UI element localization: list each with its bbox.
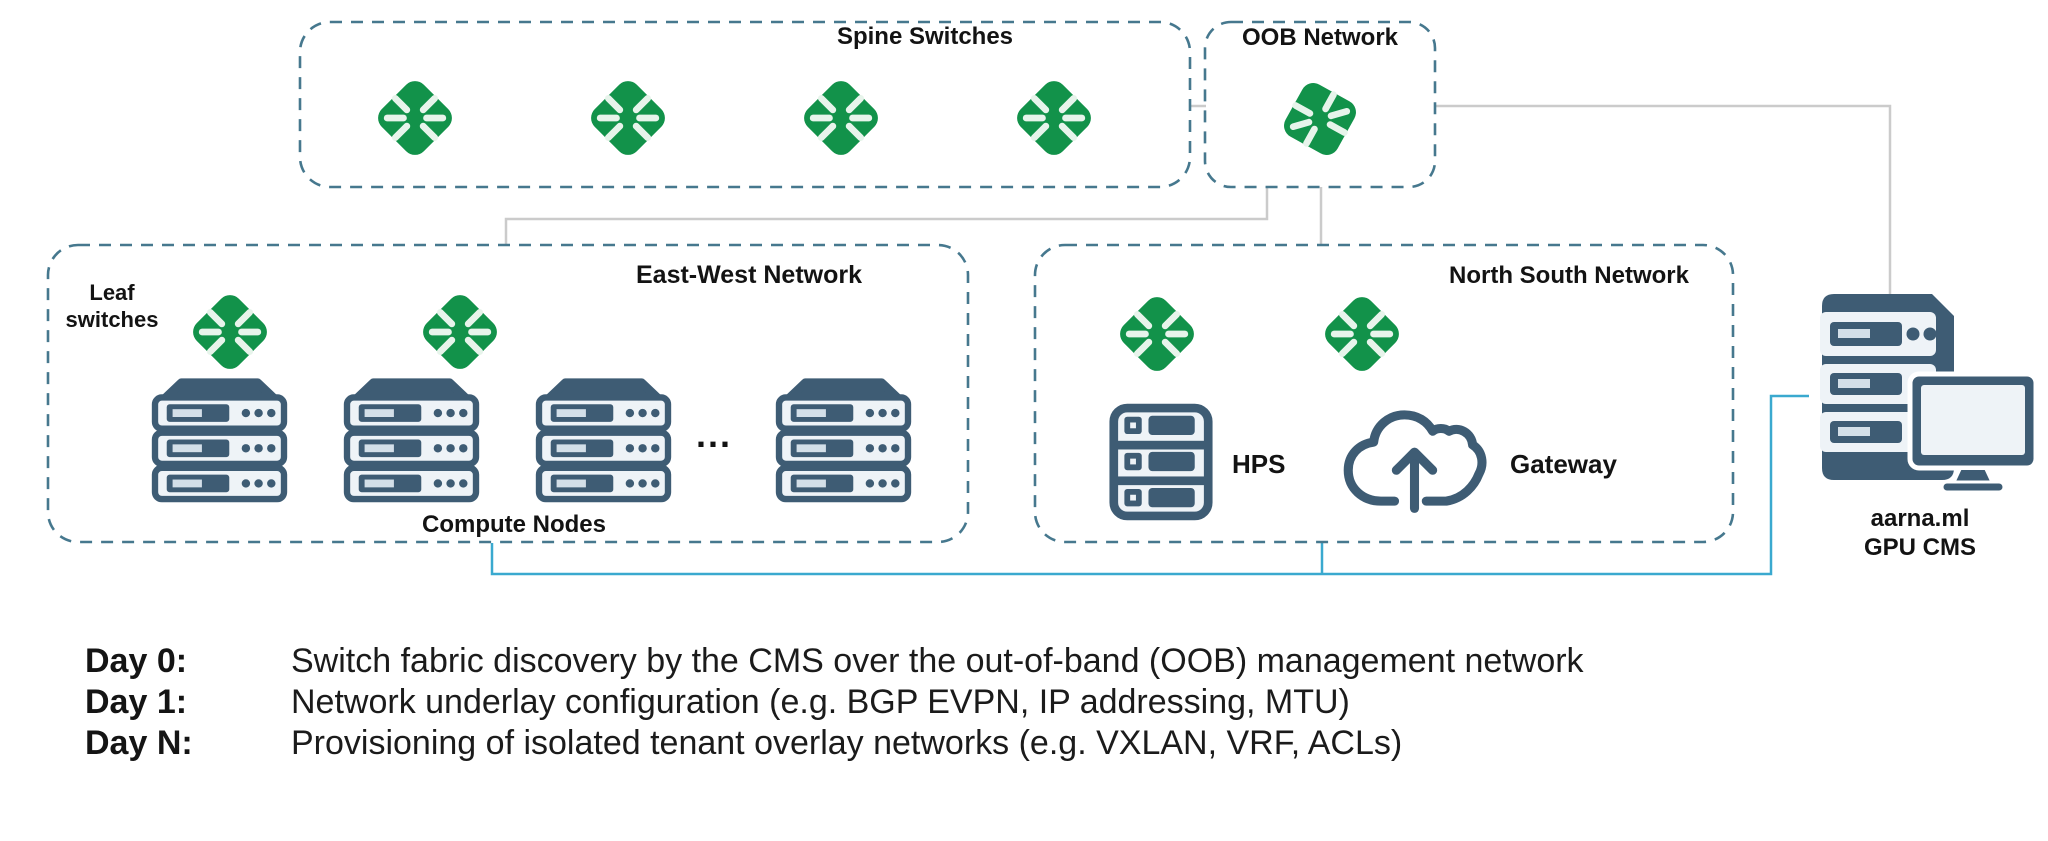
connector-eastwest-to-cms [490, 394, 1809, 576]
leaf-switch-icon-1 [188, 290, 272, 374]
spine-switch-icon-2 [586, 76, 670, 160]
east-west-network-title: East-West Network [636, 261, 862, 289]
legend-day1-text: Network underlay configuration (e.g. BGP… [291, 683, 1350, 721]
legend-row-day1: Day 1: Network underlay configuration (e… [85, 682, 1584, 723]
compute-node-stack [155, 383, 284, 499]
gpu-cms-label: aarna.ml GPU CMS [1820, 504, 2020, 562]
leaf-switches-label-line1: Leaf [89, 280, 135, 305]
legend-day0-text: Switch fabric discovery by the CMS over … [291, 642, 1584, 680]
ns-switch-icon-1 [1115, 292, 1199, 376]
ns-switch-icon-2 [1320, 292, 1404, 376]
legend-dayN-label: Day N: [85, 724, 193, 762]
oob-connector-lines [504, 104, 1892, 295]
spine-switch-icon-4 [1012, 76, 1096, 160]
spine-switches-title: Spine Switches [836, 23, 1014, 50]
more-compute-nodes-ellipsis: ... [695, 414, 732, 455]
compute-node-stack [539, 383, 668, 499]
oob-network-title: OOB Network [1241, 24, 1399, 51]
compute-node-stack [347, 383, 476, 499]
connector-oob-to-eastwest [504, 187, 1269, 246]
oob-network-box [1203, 20, 1437, 189]
legend-day0-label: Day 0: [85, 642, 188, 680]
legend-day1-label: Day 1: [85, 683, 188, 721]
hps-server-icon [1114, 408, 1208, 516]
north-south-network-title: North South Network [1449, 262, 1689, 289]
leaf-switch-icon-2 [418, 290, 502, 374]
spine-switches-box [298, 20, 1192, 189]
leaf-switches-label: Leaf switches [37, 279, 187, 333]
compute-nodes-label: Compute Nodes [421, 511, 606, 538]
legend-dayN-text: Provisioning of isolated tenant overlay … [291, 724, 1403, 762]
spine-switch-icon-1 [373, 76, 457, 160]
hps-label: HPS [1232, 449, 1286, 479]
gateway-cloud-icon [1348, 415, 1482, 508]
data-connector-lines [490, 394, 1809, 576]
legend-row-dayN: Day N: Provisioning of isolated tenant o… [85, 723, 1584, 764]
north-south-network-box [1033, 243, 1735, 544]
leaf-switches-label-line2: switches [65, 307, 159, 332]
oob-switch-icon [1268, 67, 1372, 171]
connector-oob-to-cms [1434, 104, 1892, 295]
spine-switch-icon-3 [799, 76, 883, 160]
gpu-cms-label-line2: GPU CMS [1863, 534, 1976, 561]
gateway-label: Gateway [1510, 449, 1617, 479]
east-west-network-box [46, 243, 970, 544]
legend-row-day0: Day 0: Switch fabric discovery by the CM… [85, 641, 1584, 682]
lifecycle-legend: Day 0: Switch fabric discovery by the CM… [85, 641, 1584, 764]
gpu-cms-label-line1: aarna.ml [1870, 505, 1970, 532]
compute-node-stack [779, 383, 908, 499]
gpu-cms-server-icon [1820, 294, 2036, 492]
